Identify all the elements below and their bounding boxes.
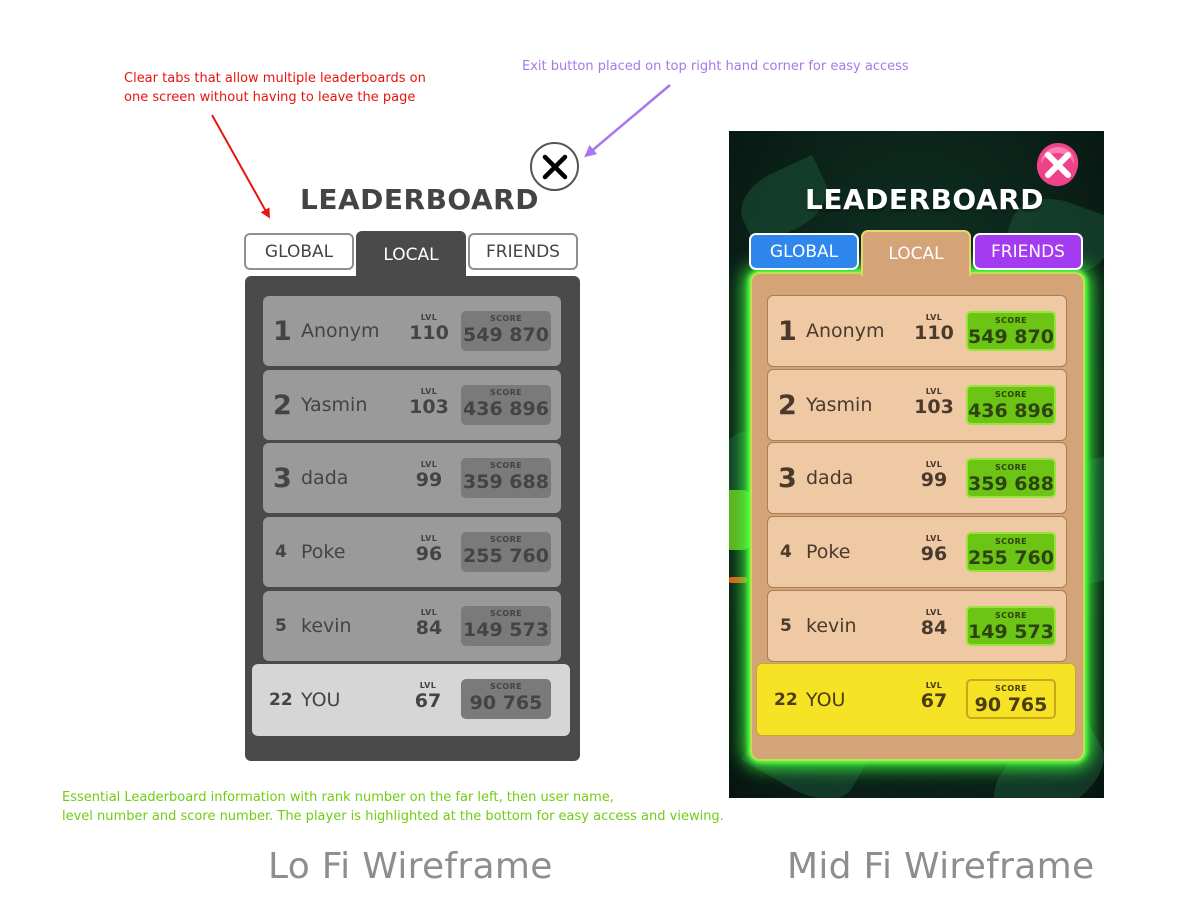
player-name: Yasmin bbox=[301, 394, 368, 416]
rank-number: 2 bbox=[778, 389, 797, 421]
rank-number: 4 bbox=[275, 542, 287, 562]
rank-number: 22 bbox=[269, 690, 293, 710]
midfi-side-marker bbox=[729, 577, 747, 583]
rank-number: 22 bbox=[774, 689, 798, 710]
player-name: Anonym bbox=[301, 320, 380, 342]
lofi-tab-friends[interactable]: FRIENDS bbox=[468, 233, 578, 270]
close-icon bbox=[542, 154, 567, 179]
midfi-close-button[interactable] bbox=[1033, 140, 1083, 190]
tabs-annotation: Clear tabs that allow multiple leaderboa… bbox=[124, 71, 426, 105]
midfi-tab-local[interactable]: LOCAL bbox=[861, 230, 971, 276]
midfi-tab-global[interactable]: GLOBAL bbox=[749, 233, 859, 270]
rank-number: 1 bbox=[778, 315, 797, 347]
player-name: kevin bbox=[301, 615, 352, 637]
rank-number: 5 bbox=[780, 616, 792, 636]
close-icon bbox=[1036, 143, 1079, 187]
player-name: kevin bbox=[806, 615, 857, 637]
player-name: YOU bbox=[806, 688, 846, 711]
player-name: YOU bbox=[301, 689, 341, 711]
player-name: Anonym bbox=[806, 320, 885, 342]
rank-number: 5 bbox=[275, 616, 287, 636]
rank-number: 4 bbox=[780, 542, 792, 562]
player-name: Poke bbox=[301, 541, 346, 563]
midfi-side-handle bbox=[729, 490, 751, 550]
midfi-tab-friends[interactable]: FRIENDS bbox=[973, 233, 1083, 270]
midfi-leaderboard-title: LEADERBOARD bbox=[805, 183, 1044, 216]
rank-number: 3 bbox=[273, 462, 292, 494]
tabs-arrow bbox=[211, 114, 270, 219]
lofi-caption: Lo Fi Wireframe bbox=[268, 846, 553, 887]
midfi-caption: Mid Fi Wireframe bbox=[787, 846, 1095, 887]
exit-annotation: Exit button placed on top right hand cor… bbox=[522, 59, 909, 74]
rank-number: 3 bbox=[778, 462, 797, 494]
rank-number: 2 bbox=[273, 389, 292, 421]
exit-arrow bbox=[584, 84, 671, 158]
lofi-tab-global[interactable]: GLOBAL bbox=[244, 233, 354, 270]
player-name: dada bbox=[806, 467, 854, 489]
player-name: dada bbox=[301, 467, 349, 489]
info-annotation: Essential Leaderboard information with r… bbox=[62, 790, 724, 824]
lofi-leaderboard-title: LEADERBOARD bbox=[300, 183, 539, 216]
rank-number: 1 bbox=[273, 315, 292, 347]
player-name: Poke bbox=[806, 541, 851, 563]
lofi-tab-local[interactable]: LOCAL bbox=[356, 231, 466, 279]
player-name: Yasmin bbox=[806, 394, 873, 416]
lofi-close-button[interactable] bbox=[530, 142, 579, 191]
